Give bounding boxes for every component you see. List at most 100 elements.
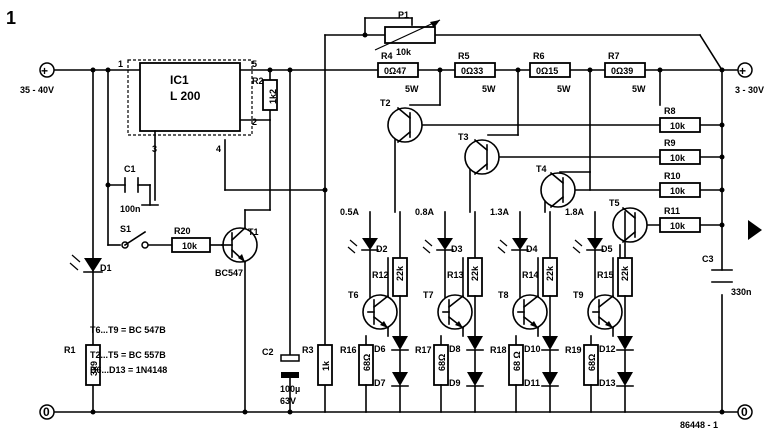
svg-text:C2: C2 <box>262 347 274 357</box>
note-diodes: D6...D13 = 1N4148 <box>90 365 167 375</box>
resistor-r14-value: 22k <box>545 265 555 281</box>
transistor-t2: T2 <box>380 98 423 144</box>
resistor-r13-ref: R13 <box>447 270 464 280</box>
led-d5-label: D5 <box>601 244 613 254</box>
ic1-pin-1: 1 <box>118 59 123 69</box>
resistor-r1: R1 3k9 <box>64 344 101 386</box>
diode-d11 <box>542 372 558 386</box>
diode-d7-label: D7 <box>374 378 386 388</box>
wires <box>54 17 739 413</box>
current-channels: 0.5AD2R12T622kD6D768ΩR160.8AD3R13T722kD8… <box>340 207 634 413</box>
svg-text:330n: 330n <box>731 287 752 297</box>
transistor-t5: T5 <box>609 198 648 244</box>
note-t2-t5: T2...T5 = BC 557B <box>90 350 166 360</box>
resistor-r2: R2 1k2 <box>252 76 278 111</box>
svg-text:10k: 10k <box>182 241 198 251</box>
drawing-code: 86448 - 1 <box>680 420 718 430</box>
led-d2-symbol <box>362 238 378 250</box>
svg-text:1k2: 1k2 <box>268 89 278 104</box>
svg-text:R20: R20 <box>174 226 191 236</box>
current-label-2: 0.8A <box>415 207 435 217</box>
transistor-t8 <box>512 294 548 330</box>
led-d5-symbol <box>587 238 603 250</box>
svg-text:100n: 100n <box>120 204 141 214</box>
led-d3-label: D3 <box>451 244 463 254</box>
resistor-r16-ref: R16 <box>340 345 357 355</box>
figure-number: 1 <box>6 8 16 28</box>
svg-text:+: + <box>739 64 746 78</box>
svg-text:C3: C3 <box>702 254 714 264</box>
transistor-t4: T4 <box>536 164 576 209</box>
svg-text:R10: R10 <box>664 171 681 181</box>
diode-d6-label: D6 <box>374 344 386 354</box>
resistor-r5: R5 0Ω33 5W <box>454 51 496 94</box>
transistor-t6 <box>362 294 398 330</box>
capacitor-c2: C2 100µ 63V <box>262 347 300 406</box>
terminal-gnd-left: 0 <box>39 404 55 420</box>
resistor-r20: R20 10k <box>171 226 211 253</box>
svg-text:5W: 5W <box>557 84 571 94</box>
svg-text:R9: R9 <box>664 138 676 148</box>
t1-ref: T1 <box>248 227 259 237</box>
output-voltage-label: 3 - 30V <box>735 85 764 95</box>
output-arrow-icon <box>748 220 762 240</box>
svg-text:R6: R6 <box>533 51 545 61</box>
resistor-r3: R3 1k <box>302 344 333 386</box>
transistor-t7-label: T7 <box>423 290 434 300</box>
resistor-r19-value: 68Ω <box>587 354 597 371</box>
svg-text:5W: 5W <box>632 84 646 94</box>
capacitor-c1: C1 100n <box>120 164 141 214</box>
ic1-type: L 200 <box>170 89 201 103</box>
input-voltage-label: 35 - 40V <box>20 85 54 95</box>
svg-text:R11: R11 <box>664 206 680 216</box>
ic1-pin-5: 5 <box>252 59 257 69</box>
svg-text:T4: T4 <box>536 164 547 174</box>
resistor-r19-ref: R19 <box>565 345 582 355</box>
svg-text:R3: R3 <box>302 345 314 355</box>
diode-d10 <box>542 336 558 350</box>
diode-d8 <box>467 336 483 350</box>
transistor-t1: T1 BC547 <box>215 226 259 278</box>
terminal-out-plus: + <box>737 62 753 78</box>
capacitor-c3: C3 330n <box>702 254 752 297</box>
svg-text:0Ω39: 0Ω39 <box>611 66 633 76</box>
svg-text:R4: R4 <box>381 51 393 61</box>
resistor-r14-ref: R14 <box>522 270 539 280</box>
svg-text:R5: R5 <box>458 51 470 61</box>
transistor-t6-label: T6 <box>348 290 359 300</box>
current-label-4: 1.8A <box>565 207 585 217</box>
ic1-pin-4: 4 <box>216 144 221 154</box>
diode-d13 <box>617 372 633 386</box>
pot-p1: P1 10k <box>374 10 441 57</box>
terminal-in-plus: + <box>39 62 55 78</box>
resistor-r4: R4 0Ω47 5W <box>377 51 419 94</box>
led-d4-symbol <box>512 238 528 250</box>
diode-d10-label: D10 <box>524 344 541 354</box>
svg-text:T5: T5 <box>609 198 620 208</box>
resistor-r12-value: 22k <box>395 265 405 281</box>
svg-text:10k: 10k <box>670 153 686 163</box>
diode-d11-label: D11 <box>524 378 540 388</box>
svg-text:D1: D1 <box>100 263 112 273</box>
diode-d12 <box>617 336 633 350</box>
diode-d9 <box>467 372 483 386</box>
svg-text:10k: 10k <box>670 221 686 231</box>
diode-d6 <box>392 336 408 350</box>
resistor-r6: R6 0Ω15 5W <box>529 51 571 94</box>
ic1-regulator: IC1 L 200 1 2 3 4 5 <box>118 59 257 201</box>
svg-text:R7: R7 <box>608 51 620 61</box>
svg-text:10k: 10k <box>670 186 686 196</box>
svg-text:R1: R1 <box>64 345 76 355</box>
svg-text:10k: 10k <box>396 47 412 57</box>
svg-text:C1: C1 <box>124 164 136 174</box>
svg-text:R2: R2 <box>252 76 264 86</box>
transistor-t7 <box>437 294 473 330</box>
resistor-r15-ref: R15 <box>597 270 614 280</box>
ic1-pin-2: 2 <box>252 117 257 127</box>
resistor-r18-ref: R18 <box>490 345 507 355</box>
resistor-r13-value: 22k <box>470 265 480 281</box>
note-t6-t9: T6...T9 = BC 547B <box>90 325 166 335</box>
resistor-r9: R9 10k <box>659 138 701 165</box>
